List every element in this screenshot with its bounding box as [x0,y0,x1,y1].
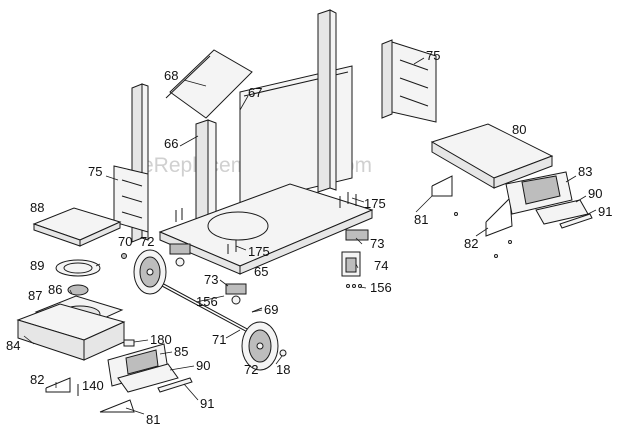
burner-part-86 [67,284,89,296]
label-90-right: 90 [588,186,602,201]
side-panel-part-75-left [113,165,149,233]
bracket-part-81-left [99,399,135,413]
label-180: 180 [150,332,172,347]
label-75-left: 75 [88,164,102,179]
label-156-center: 156 [196,294,218,309]
label-67: 67 [248,85,262,100]
clip-part-180 [123,339,135,347]
grate-part-89 [55,259,101,277]
bracket-part-82-left [45,377,71,393]
bar-part-91-left [157,377,193,393]
screws-right-shelf [454,212,512,258]
bracket-part-82-right [485,196,513,237]
label-87: 87 [28,288,42,303]
bracket-part-81-right [431,175,453,197]
label-85: 85 [174,344,188,359]
label-84: 84 [6,338,20,353]
side-shelf-part-80 [430,123,554,189]
label-72-right: 72 [244,362,258,377]
caster-part-73-left [169,243,191,267]
label-140: 140 [82,378,104,393]
label-91-left: 91 [200,396,214,411]
label-90-left: 90 [196,358,210,373]
label-89: 89 [30,258,44,273]
label-82-left: 82 [30,372,44,387]
caster-part-73-center [225,283,247,305]
locking-caster-part-74 [341,251,361,277]
label-71: 71 [212,332,226,347]
label-91-right: 91 [598,204,612,219]
wheel-part-72-right [241,321,279,371]
bolts-part-175-right [339,192,357,208]
label-66: 66 [164,136,178,151]
label-82-right: 82 [464,236,478,251]
pin-part-70 [121,253,127,259]
label-73-center: 73 [204,272,218,287]
top-bar-part-68 [165,49,253,119]
label-88: 88 [30,200,44,215]
bin-holder-part-85 [107,343,169,387]
label-68: 68 [164,68,178,83]
wheel-part-72-left [133,249,167,295]
label-18: 18 [276,362,290,377]
lid-part-88 [32,207,122,247]
washers-part-156 [346,284,362,288]
label-80: 80 [512,122,526,137]
label-86: 86 [48,282,62,297]
part-number-labels: 68 67 66 75 75 80 83 90 91 81 82 175 175… [6,48,612,427]
label-175-center: 175 [248,244,270,259]
label-175-right: 175 [364,196,386,211]
label-72-left: 72 [140,234,154,249]
cap-part-18 [279,349,287,357]
label-73-right: 73 [370,236,384,251]
rear-post-right [317,9,337,193]
bar-part-91-right [559,213,593,229]
label-65: 65 [254,264,268,279]
label-69: 69 [264,302,278,317]
label-75-right: 75 [426,48,440,63]
label-81-right: 81 [414,212,428,227]
label-156-right: 156 [370,280,392,295]
leader-lines [23,57,597,415]
label-70: 70 [118,234,132,249]
caster-part-73-right [345,229,369,241]
bottom-tray-part-65 [158,183,374,275]
side-panel-part-75-right [381,39,437,123]
tray-part-90-left [117,363,179,393]
label-74: 74 [374,258,388,273]
bin-holder-part-83 [505,171,573,215]
base-box-part-84 [16,303,126,361]
label-81-left: 81 [146,412,160,427]
label-83: 83 [578,164,592,179]
